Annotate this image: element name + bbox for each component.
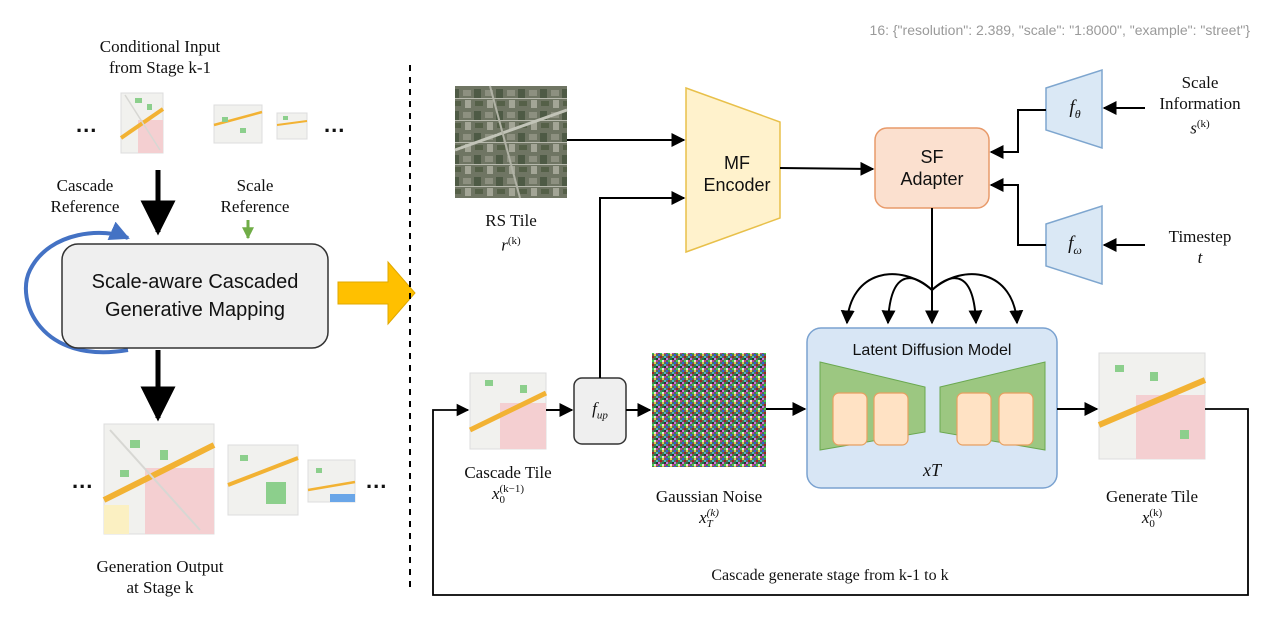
- adapter-to-ldm-arrows: [840, 208, 1024, 325]
- f-theta-block: [1045, 68, 1103, 150]
- scale-aware-mapping-box: [61, 243, 329, 349]
- ldm-title: Latent Diffusion Model: [852, 342, 1012, 359]
- ellipsis-output-right: ...: [366, 468, 388, 493]
- input-map-tile-medium: [213, 104, 263, 144]
- unet-block-4: [998, 392, 1034, 446]
- f-omega-to-adapter-arrow: [989, 178, 1046, 246]
- rs-tile-image: [454, 85, 568, 199]
- generate-tile-image: [1097, 352, 1207, 460]
- rs-tile-label: RS Tile r(k): [485, 211, 537, 255]
- scale-information-label: Scale Information s(k): [1159, 73, 1241, 138]
- ellipsis-output-left: ...: [72, 468, 94, 493]
- cascade-tile-label: Cascade Tile x(k−1)0: [464, 463, 552, 507]
- unet-block-2: [873, 392, 909, 446]
- f-omega-label: fω: [1068, 233, 1082, 257]
- ldm-xt-label: xT: [923, 460, 941, 480]
- unet-block-1: [832, 392, 868, 446]
- output-map-tile-medium: [227, 444, 299, 516]
- output-map-tile-large: [102, 423, 216, 535]
- f-up-label: fup: [592, 399, 608, 422]
- cascade-loop-line: [432, 403, 1249, 596]
- cascade-tile-image: [468, 372, 548, 450]
- encoder-to-adapter-arrow: [779, 161, 875, 176]
- gaussian-noise-image: [652, 353, 766, 467]
- input-map-tile-small: [276, 112, 308, 140]
- cascade-loop-label: Cascade generate stage from k-1 to k: [711, 567, 949, 584]
- output-map-tile-small: [307, 459, 356, 503]
- f-theta-to-adapter-arrow: [989, 109, 1046, 159]
- mf-encoder-block: [685, 86, 781, 254]
- gaussian-noise-label: Gaussian Noise x(k)T: [655, 487, 763, 531]
- fup-to-encoder-arrow: [599, 191, 686, 378]
- unet-block-3: [956, 392, 992, 446]
- f-theta-label: fθ: [1069, 97, 1081, 121]
- transition-arrow: [337, 260, 416, 326]
- generate-tile-label: Generate Tile x(k)0: [1105, 487, 1199, 531]
- ellipsis-input-left: ...: [76, 112, 98, 137]
- ellipsis-input-right: ...: [324, 112, 346, 137]
- cascade-loop-arrow: [24, 221, 130, 355]
- metadata-text: 16: {"resolution": 2.389, "scale": "1:80…: [869, 22, 1250, 38]
- timestep-label: Timestep t: [1168, 227, 1232, 267]
- f-omega-block: [1045, 204, 1103, 286]
- input-map-tile-large: [119, 92, 165, 154]
